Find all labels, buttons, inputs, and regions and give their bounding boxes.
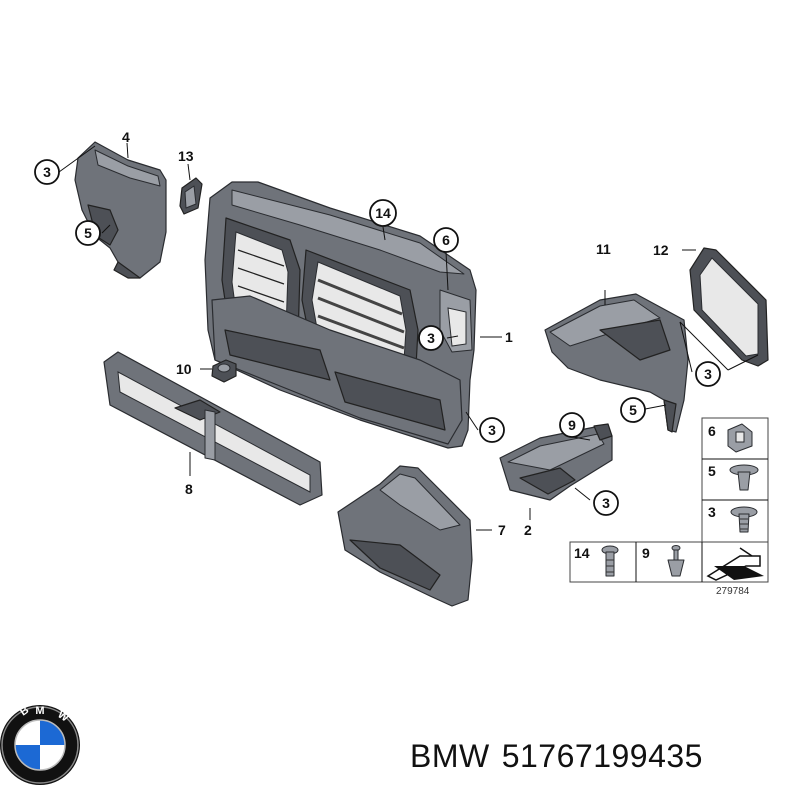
label-1: 1	[505, 329, 513, 345]
callout-label: 3	[488, 422, 496, 438]
callout-label: 5	[629, 402, 637, 418]
callout-label: 3	[427, 330, 435, 346]
clip-nut-icon	[727, 423, 753, 453]
callout-3-b: 3	[418, 325, 444, 351]
legend-label-5: 5	[708, 463, 716, 479]
legend-label-6: 6	[708, 423, 716, 439]
label-11: 11	[596, 241, 611, 257]
seal-profile-icon	[706, 547, 764, 581]
label-4: 4	[122, 129, 130, 145]
part-10-sensor	[211, 359, 237, 383]
legend-label-14: 14	[574, 545, 590, 561]
part-1-frame	[204, 181, 477, 449]
callout-label: 9	[568, 417, 576, 433]
label-8: 8	[185, 481, 193, 497]
diagram-number: 279784	[716, 586, 750, 597]
callout-5-b: 5	[620, 397, 646, 423]
bolt-icon	[601, 545, 619, 577]
part-number-caption: BMW 51767199435	[410, 738, 715, 775]
part-13-clip	[179, 177, 203, 215]
callout-label: 3	[602, 495, 610, 511]
expanding-rivet-icon	[729, 464, 759, 491]
label-7: 7	[498, 522, 506, 538]
legend-label-3: 3	[708, 504, 716, 520]
label-12: 12	[653, 242, 669, 258]
label-2: 2	[524, 522, 532, 538]
brand-name: BMW	[410, 738, 490, 774]
callout-label: 14	[375, 205, 391, 221]
part-2-duct	[499, 423, 613, 501]
callout-label: 6	[442, 232, 450, 248]
part-7-air-guide	[337, 465, 473, 607]
callout-3-c: 3	[479, 417, 505, 443]
label-10: 10	[176, 361, 192, 377]
callout-3-a: 3	[34, 159, 60, 185]
hardware-legend: 6 5 3	[701, 417, 769, 543]
callout-5-a: 5	[75, 220, 101, 246]
callout-3-d: 3	[593, 490, 619, 516]
push-pin-icon	[667, 545, 685, 577]
part-number: 51767199435	[501, 738, 703, 774]
part-11-air-duct	[544, 293, 689, 433]
label-13: 13	[178, 148, 194, 164]
callout-3-e: 3	[695, 361, 721, 387]
screw-rivet-icon	[730, 506, 758, 533]
callout-label: 5	[84, 225, 92, 241]
legend-label-9: 9	[642, 545, 650, 561]
callout-label: 3	[43, 164, 51, 180]
leader-lines	[58, 142, 759, 531]
callout-6: 6	[433, 227, 459, 253]
callout-9: 9	[559, 412, 585, 438]
callout-label: 3	[704, 366, 712, 382]
bmw-logo-icon: B M W	[0, 704, 80, 785]
part-12-frame-seal	[689, 247, 769, 367]
svg-text:M: M	[35, 705, 44, 717]
hardware-legend-bottom: 14 9 279784	[569, 541, 769, 597]
part-4-air-duct	[74, 141, 167, 279]
part-8-lower-frame	[103, 351, 323, 506]
callout-14: 14	[369, 199, 397, 227]
